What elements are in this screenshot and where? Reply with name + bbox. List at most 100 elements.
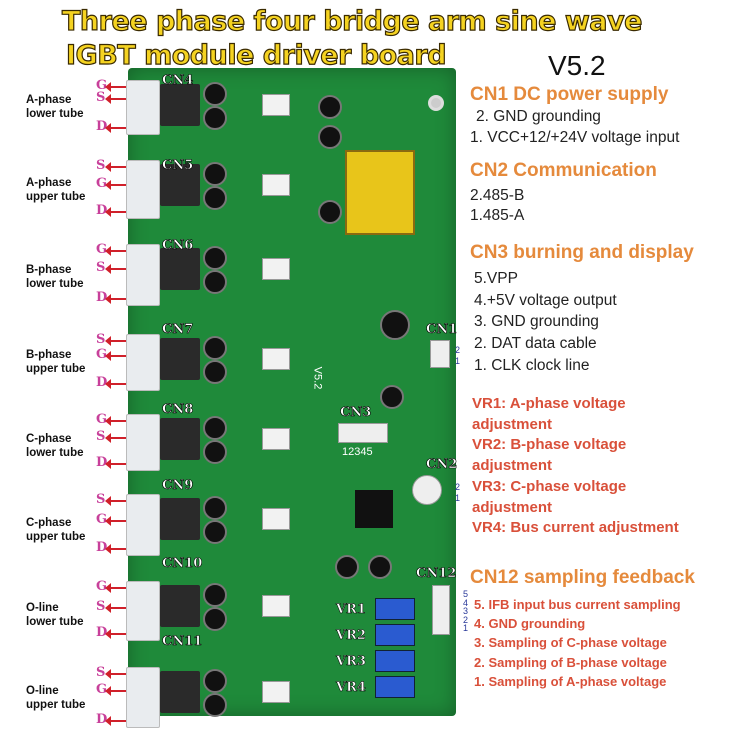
connector-label: CN9 — [162, 478, 194, 494]
capacitor — [203, 520, 227, 544]
cn3-label: CN3 — [340, 405, 372, 421]
optocoupler — [262, 681, 290, 703]
cn3-connector — [338, 423, 388, 443]
pin-s-label: S — [96, 599, 106, 614]
vr-label: VR2 — [336, 628, 366, 644]
cn1-item: 1. VCC+12/+24V voltage input — [470, 129, 680, 146]
phase-label: A-phase lower tube — [26, 94, 84, 120]
cn1-item: 2. GND grounding — [476, 108, 601, 125]
cn1-pin-1: 1 — [455, 356, 461, 366]
capacitor — [203, 162, 227, 186]
optocoupler — [262, 174, 290, 196]
cn12-pin-number: 3 — [463, 606, 469, 616]
mount-hole — [428, 95, 444, 111]
arrow-icon — [105, 336, 130, 346]
phase-label: B-phase lower tube — [26, 264, 84, 290]
capacitor — [318, 200, 342, 224]
pin-d-label: D — [96, 712, 108, 727]
terminal-connector — [126, 494, 160, 556]
capacitor — [318, 95, 342, 119]
terminal-connector — [126, 414, 160, 471]
capacitor — [380, 385, 404, 409]
cn3-item: 5.VPP — [474, 270, 518, 287]
pin-s-label: S — [96, 90, 106, 105]
cn3-item: 1. CLK clock line — [474, 356, 590, 374]
phase-label: A-phase upper tube — [26, 177, 86, 203]
cn2-pin-2: 2 — [455, 482, 461, 492]
terminal-connector — [126, 160, 160, 219]
capacitor — [203, 440, 227, 464]
arrow-icon — [105, 180, 130, 190]
arrow-icon — [105, 207, 130, 217]
pin-d-label: D — [96, 203, 108, 218]
arrow-icon — [105, 123, 130, 133]
vr-label: VR3 — [336, 654, 366, 670]
vr-description: adjustment — [472, 415, 553, 433]
cn3-heading: CN3 burning and display — [470, 242, 694, 263]
optocoupler — [262, 258, 290, 280]
arrow-icon — [105, 603, 130, 613]
transistor — [160, 248, 200, 290]
pin-d-label: D — [96, 455, 108, 470]
arrow-icon — [105, 264, 130, 274]
cn12-pin-number: 4 — [463, 597, 469, 608]
arrow-icon — [105, 294, 130, 304]
optocoupler — [262, 348, 290, 370]
cn12-connector — [432, 585, 450, 635]
arrow-icon — [105, 379, 130, 389]
connector-label: CN4 — [162, 73, 194, 89]
capacitor — [203, 246, 227, 270]
terminal-connector — [126, 80, 160, 135]
cn1-pin-2: 2 — [455, 345, 461, 355]
cn12-label: CN12 — [416, 566, 457, 582]
transistor — [160, 338, 200, 380]
cn2-connector — [412, 475, 442, 505]
connector-label: CN8 — [162, 402, 194, 418]
title-line-1: Three phase four bridge arm sine wave — [61, 5, 643, 37]
title-line-2: IGBT module driver board — [65, 39, 447, 71]
cn3-pin-numbers: 12345 — [342, 446, 373, 458]
capacitor — [318, 125, 342, 149]
capacitor — [203, 669, 227, 693]
capacitor — [380, 310, 410, 340]
arrow-icon — [105, 496, 130, 506]
capacitor — [203, 336, 227, 360]
pin-g-label: G — [96, 682, 108, 697]
arrow-icon — [105, 669, 130, 679]
cn3-item: 3. GND grounding — [474, 313, 599, 331]
arrow-icon — [105, 629, 130, 639]
phase-label: O-line upper tube — [26, 685, 86, 711]
pin-s-label: S — [96, 158, 106, 173]
pin-g-label: G — [96, 78, 108, 93]
capacitor — [335, 555, 359, 579]
arrow-icon — [105, 459, 130, 469]
cn12-item: 5. IFB input bus current sampling — [474, 597, 681, 612]
optocoupler — [262, 595, 290, 617]
cn3-item: 4.+5V voltage output — [474, 291, 617, 309]
capacitor — [203, 496, 227, 520]
vr-description: VR1: A-phase voltage — [472, 395, 626, 412]
phase-label: O-line lower tube — [26, 602, 84, 628]
terminal-connector — [126, 334, 160, 391]
terminal-connector — [126, 581, 160, 641]
phase-label: C-phase upper tube — [26, 517, 86, 543]
optocoupler — [262, 428, 290, 450]
transistor — [160, 84, 200, 126]
transistor — [160, 164, 200, 206]
cn12-heading: CN12 sampling feedback — [470, 567, 695, 588]
transformer — [345, 150, 415, 235]
vr-description: VR2: B-phase voltage — [472, 436, 627, 454]
pin-d-label: D — [96, 119, 108, 134]
pin-g-label: G — [96, 412, 108, 427]
capacitor — [203, 583, 227, 607]
connector-label: CN6 — [162, 238, 194, 254]
terminal-connector — [126, 667, 160, 728]
pin-g-label: G — [96, 242, 108, 257]
pin-g-label: G — [96, 176, 108, 191]
arrow-icon — [105, 544, 130, 554]
cn3-item: 2. DAT data cable — [474, 335, 597, 353]
capacitor — [203, 416, 227, 440]
transistor — [160, 498, 200, 540]
pin-s-label: S — [96, 429, 106, 444]
vr-description: adjustment — [472, 457, 553, 475]
